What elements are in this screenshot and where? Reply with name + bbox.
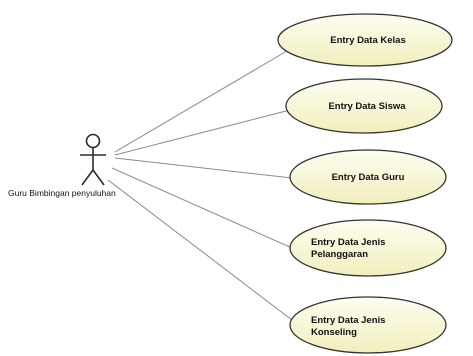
use-case-label: Entry Data Siswa <box>328 101 406 112</box>
use-case-label: Entry Data Guru <box>332 172 405 183</box>
use-case-ellipse[interactable] <box>289 149 447 205</box>
association-line-guru <box>114 157 293 179</box>
use-case-label-line: Konseling <box>311 327 357 338</box>
actor-left-leg <box>81 169 94 186</box>
use-case-entry-data-jenis-konseling[interactable]: Entry Data Jenis Konseling <box>289 296 447 354</box>
use-case-ellipse[interactable] <box>277 13 453 67</box>
use-case-ellipse[interactable] <box>289 219 447 277</box>
association-line-pelanggaran <box>111 167 293 249</box>
association-lines <box>107 47 293 321</box>
use-case-label-line: Entry Data Siswa <box>328 101 406 112</box>
association-line-konseling <box>107 179 293 321</box>
actor-head <box>85 133 101 149</box>
use-case-ellipse[interactable] <box>289 296 447 354</box>
use-case-label-line: Entry Data Guru <box>332 172 405 183</box>
use-case-label: Entry Data Jenis Konseling <box>311 315 388 338</box>
actor-label: Guru Bimbingan penyuluhan <box>8 188 116 198</box>
use-case-label-line: Entry Data Jenis <box>311 237 385 248</box>
association-line-kelas <box>114 47 293 153</box>
use-case-label: Entry Data Kelas <box>330 35 406 46</box>
use-case-label-line: Entry Data Kelas <box>330 35 406 46</box>
use-case-label-line: Entry Data Jenis <box>311 315 385 326</box>
actor-right-leg <box>92 169 105 186</box>
use-case-entry-data-kelas[interactable]: Entry Data Kelas <box>277 13 453 67</box>
use-case-entry-data-guru[interactable]: Entry Data Guru <box>289 149 447 205</box>
actor-stick-figure <box>80 133 106 186</box>
use-case-ellipse[interactable] <box>285 78 443 134</box>
use-case-label: Entry Data Jenis Pelanggaran <box>311 237 388 260</box>
use-case-entry-data-jenis-pelanggaran[interactable]: Entry Data Jenis Pelanggaran <box>289 219 447 277</box>
use-case-entry-data-siswa[interactable]: Entry Data Siswa <box>285 78 443 134</box>
use-case-label-line: Pelanggaran <box>311 249 368 260</box>
association-line-siswa <box>114 109 291 156</box>
